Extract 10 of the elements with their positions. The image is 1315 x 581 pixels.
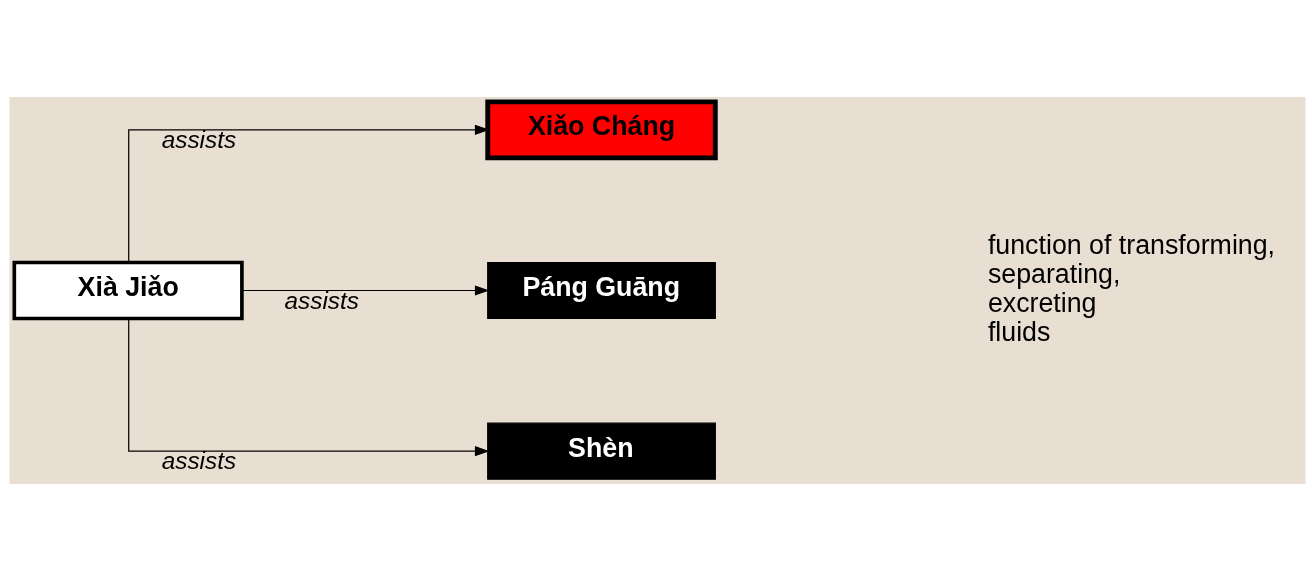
- edge-label: assists: [161, 447, 237, 475]
- node-box: Shèn: [487, 422, 716, 480]
- edge-label: assists: [284, 286, 359, 314]
- node-box: Páng Guāng: [487, 261, 716, 320]
- node-box: Xià Jiǎo: [12, 260, 244, 321]
- node-box: Xiǎo Cháng: [485, 99, 718, 161]
- arrow: [128, 318, 490, 457]
- label: function of transforming, separating, excreting fluids: [987, 229, 1276, 348]
- edge-label: assists: [161, 126, 237, 154]
- arrow: [241, 285, 490, 296]
